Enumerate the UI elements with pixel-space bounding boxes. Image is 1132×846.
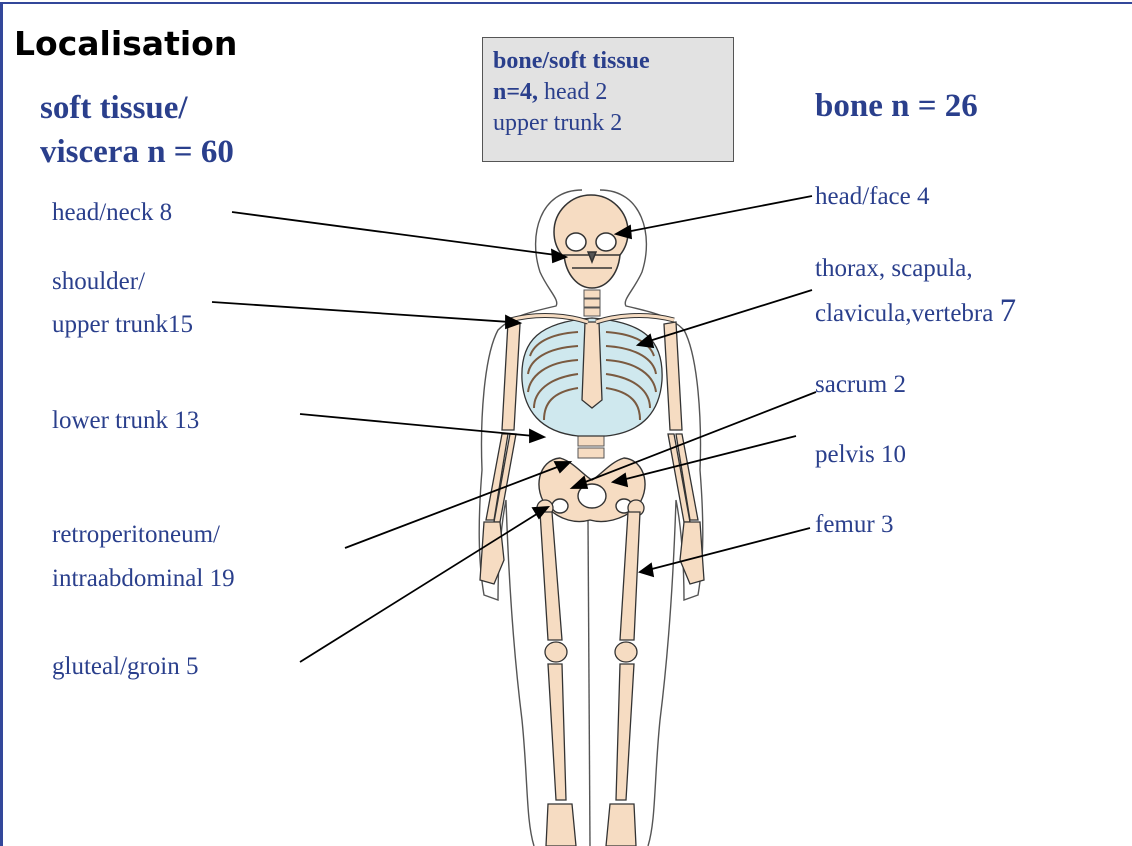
label-lower-trunk: lower trunk 13 bbox=[52, 404, 199, 438]
label-retroperitoneum-line2: intraabdominal 19 bbox=[52, 562, 235, 596]
label-thorax-count: 7 bbox=[1000, 293, 1017, 329]
label-retroperitoneum-line1: retroperitoneum/ bbox=[52, 518, 220, 552]
pointer-head-face bbox=[626, 196, 812, 232]
legs bbox=[537, 500, 644, 846]
skull bbox=[554, 195, 628, 288]
info-box-count: n=4, bbox=[493, 79, 538, 105]
label-thorax-line2: clavicula,vertebra 7 bbox=[815, 294, 1016, 331]
label-pelvis: pelvis 10 bbox=[815, 438, 906, 472]
soft-tissue-heading-line1: soft tissue/ bbox=[40, 88, 188, 128]
pointer-head-neck bbox=[232, 212, 556, 255]
label-sacrum: sacrum 2 bbox=[815, 368, 906, 402]
bone-heading: bone n = 26 bbox=[815, 86, 978, 126]
label-shoulder-line2: upper trunk15 bbox=[52, 308, 193, 342]
label-thorax-text: clavicula,vertebra bbox=[815, 300, 1000, 327]
label-femur: femur 3 bbox=[815, 508, 893, 542]
soft-tissue-heading-line2: viscera n = 60 bbox=[40, 132, 234, 172]
info-box-head: head 2 bbox=[538, 79, 607, 105]
label-head-face: head/face 4 bbox=[815, 180, 930, 214]
label-shoulder-line1: shoulder/ bbox=[52, 265, 145, 299]
pointer-gluteal bbox=[300, 512, 540, 662]
pointer-thorax bbox=[646, 290, 812, 342]
info-box-line2: n=4, head 2 bbox=[493, 77, 723, 108]
pointer-lower-trunk bbox=[300, 414, 534, 436]
bone-soft-tissue-box: bone/soft tissue n=4, head 2 upper trunk… bbox=[482, 37, 734, 162]
ribcage bbox=[510, 316, 674, 436]
slide-title: Localisation bbox=[14, 24, 237, 63]
pointer-femur bbox=[648, 528, 810, 570]
info-box-line1: bone/soft tissue bbox=[493, 46, 723, 77]
label-thorax-line1: thorax, scapula, bbox=[815, 252, 973, 286]
label-head-neck: head/neck 8 bbox=[52, 196, 172, 230]
pointer-shoulder bbox=[212, 302, 510, 322]
info-box-line3: upper trunk 2 bbox=[493, 108, 723, 139]
label-gluteal-groin: gluteal/groin 5 bbox=[52, 650, 199, 684]
pointer-retroperitoneum bbox=[345, 466, 560, 548]
